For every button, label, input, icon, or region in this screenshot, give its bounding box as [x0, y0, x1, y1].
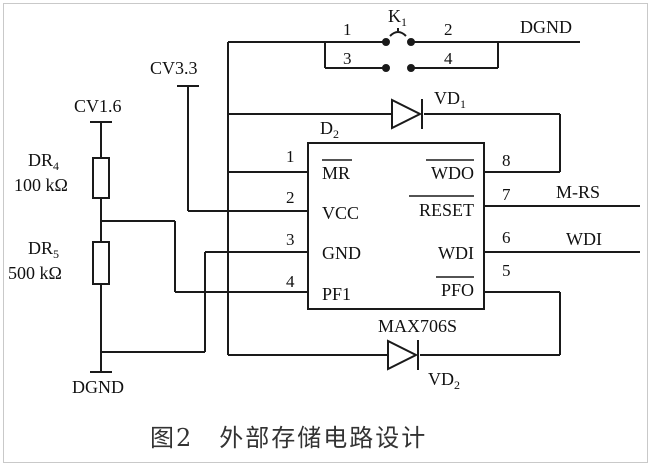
- ic-pin6-label: WDI: [438, 243, 474, 263]
- ic-pin3-number: 3: [286, 230, 295, 249]
- net-wdi: WDI: [566, 229, 602, 249]
- ic-pin4-label: PF1: [322, 284, 351, 304]
- diode-vd1-label: VD1: [434, 88, 466, 111]
- diode-vd1-triangle: [391, 98, 423, 130]
- switch-actuator: [389, 31, 407, 37]
- diode-vd2-label: VD2: [428, 369, 460, 392]
- ic-designator: D2: [320, 118, 339, 141]
- resistor-dr4-value: 100 kΩ: [14, 175, 68, 195]
- resistor-dr5: [92, 241, 110, 285]
- ic-pin2-number: 2: [286, 188, 295, 207]
- ic-pin3-label: GND: [322, 243, 361, 263]
- switch-pin-3: 3: [343, 49, 352, 68]
- net-cv16: CV1.6: [74, 96, 122, 116]
- ic-part-number: MAX706S: [378, 316, 457, 336]
- ic-pin5-label: PFO: [441, 280, 474, 300]
- resistor-dr5-value: 500 kΩ: [8, 263, 62, 283]
- diode-vd1: [391, 98, 423, 130]
- ic-pin8-label: WDO: [431, 163, 474, 183]
- ic-pin2-label: VCC: [322, 203, 359, 223]
- diode-vd2: [387, 339, 419, 371]
- switch-contact-4: [407, 64, 415, 72]
- net-dgnd-top: DGND: [520, 17, 572, 37]
- ic-pin5-number: 5: [502, 261, 511, 280]
- ic-d2-body: [307, 142, 485, 310]
- switch-k1: [382, 28, 415, 72]
- switch-contact-1: [382, 38, 390, 46]
- switch-contact-3: [382, 64, 390, 72]
- switch-label: K1: [388, 6, 407, 29]
- ic-pin7-label: RESET: [419, 200, 474, 220]
- switch-pin-2: 2: [444, 20, 453, 39]
- figure-frame: [3, 3, 648, 463]
- net-cv33: CV3.3: [150, 58, 198, 78]
- ic-pin7-number: 7: [502, 185, 511, 204]
- resistor-dr4: [92, 157, 110, 199]
- ic-pin4-number: 4: [286, 272, 295, 291]
- figure-caption: 图2 外部存储电路设计: [150, 424, 427, 452]
- switch-pin-1: 1: [343, 20, 352, 39]
- ic-pin6-number: 6: [502, 228, 511, 247]
- resistor-dr4-label: DR4: [28, 150, 59, 173]
- ic-pin1-label: MR: [322, 163, 350, 183]
- net-mrs: M-RS: [556, 182, 600, 202]
- net-dgnd-bottom: DGND: [72, 377, 124, 397]
- switch-contact-2: [407, 38, 415, 46]
- wires: [90, 41, 640, 373]
- diode-vd2-triangle: [387, 339, 419, 371]
- resistor-dr5-label: DR5: [28, 238, 59, 261]
- ic-pin1-number: 1: [286, 147, 295, 166]
- switch-pin-4: 4: [444, 49, 453, 68]
- ic-pin8-number: 8: [502, 151, 511, 170]
